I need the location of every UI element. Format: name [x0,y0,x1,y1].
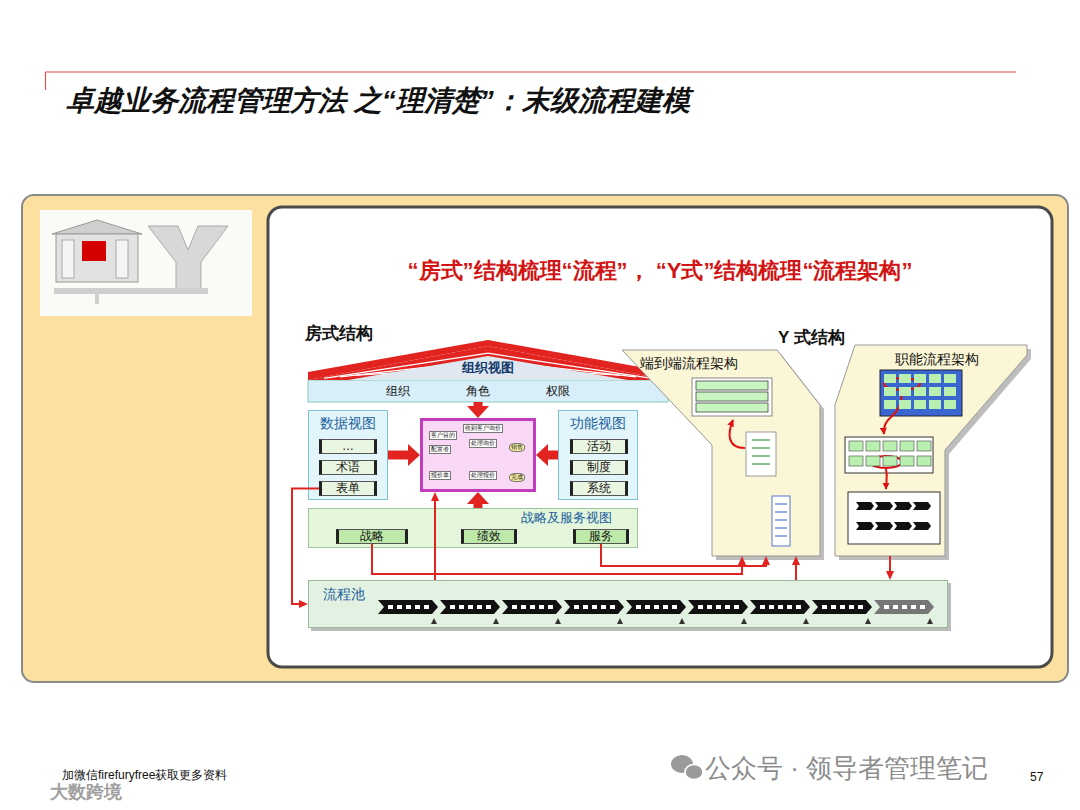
node-label: 端到端流程架构 [640,355,738,371]
view-item: 绩效 [461,529,517,544]
process-pool: 流程池 [308,580,948,628]
node-label: 处理报价 [469,471,497,480]
wechat-logo [671,755,703,780]
item-label: 权限 [546,385,570,399]
item-label: 系统 [587,482,611,496]
flow-arrow [372,544,742,574]
strategy-band: 战略 绩效 服务 战略及服务视图 [308,508,638,548]
node-label: 客户目的 [429,431,457,440]
view-item: 术语 [319,460,377,475]
inner-panel [268,207,1052,667]
node-label: 功能视图 [559,415,637,431]
process-model: 客户目的配置者 收到客户询价处理询价 销售报价单 处理报价 完成 [420,418,536,492]
view-item: 系统 [570,481,628,496]
node-label: 处理询价 [469,439,497,448]
e2e-thumbnail [692,378,790,546]
view-item: 服务 [573,529,629,544]
view-box: … 术语表单 数据视图 [308,410,388,500]
node-label: 职能流程架构 [895,351,979,367]
view-item: 活动 [570,439,628,454]
house-y-icon [52,220,228,304]
block-arrow [388,451,408,460]
view-item: 战略 [336,529,408,544]
node-label: 流程池 [323,586,365,602]
block-arrow [474,402,483,406]
outer-panel [22,195,1068,682]
page-number: 57 [1030,770,1043,784]
shape-outline [622,350,822,556]
process-chain [378,600,934,624]
panel-heading: “房式”结构梳理“流程”， “Y式”结构梳理“流程架构” [268,256,1052,286]
flow-arrow [795,565,797,580]
title-rule [45,71,1016,72]
footer-note: 加微信firefuryfree获取更多资料 [62,767,227,784]
y-arm: 职能流程架构 [835,345,1027,556]
node-label: 销售 [509,443,525,452]
item-label: 服务 [589,530,613,544]
icon-box [40,210,252,316]
view-item: … [319,439,377,454]
view-item: 表单 [319,481,377,496]
item-label: 制度 [587,461,611,475]
item-label: 角色 [466,385,490,399]
node-label: 配置者 [429,445,451,454]
node-label: 战略及服务视图 [521,511,612,526]
node-label: 数据视图 [309,415,387,431]
view-item: 制度 [570,460,628,475]
node-label: 组织视图 [308,361,668,376]
node-label: 完成 [509,473,525,482]
y-arm: 端到端流程架构 [622,350,822,556]
view-box: 活动制度系统 功能视图 [558,410,638,500]
node-label: 收到客户询价 [463,424,503,433]
item-label: 组织 [386,385,410,399]
section-label: Y 式结构 [778,326,845,349]
item-label: 绩效 [477,530,501,544]
slide-title: 卓越业务流程管理方法 之“理清楚”：末级流程建模 [66,82,690,120]
function-thumbnail [845,370,962,544]
item-label: 表单 [336,482,360,496]
view-roof: 组织 角色 权限 组织视图 [308,346,668,402]
block-arrow [474,504,483,508]
node-label: 报价单 [429,471,451,480]
flow-arrow [292,489,319,605]
shape-outline [835,345,1027,556]
item-label: 活动 [587,440,611,454]
item-label: … [342,440,354,454]
watermark: 大数跨境 [50,780,122,804]
title-tick [45,72,46,90]
section-label: 房式结构 [305,322,373,345]
flow-arrow [889,556,891,571]
flow-arrow [601,544,766,566]
account-name: 公众号 · 领导者管理笔记 [705,751,988,786]
item-label: 术语 [336,461,360,475]
item-label: 战略 [360,530,384,544]
flow-arrow [434,501,436,580]
block-arrow [548,451,558,460]
